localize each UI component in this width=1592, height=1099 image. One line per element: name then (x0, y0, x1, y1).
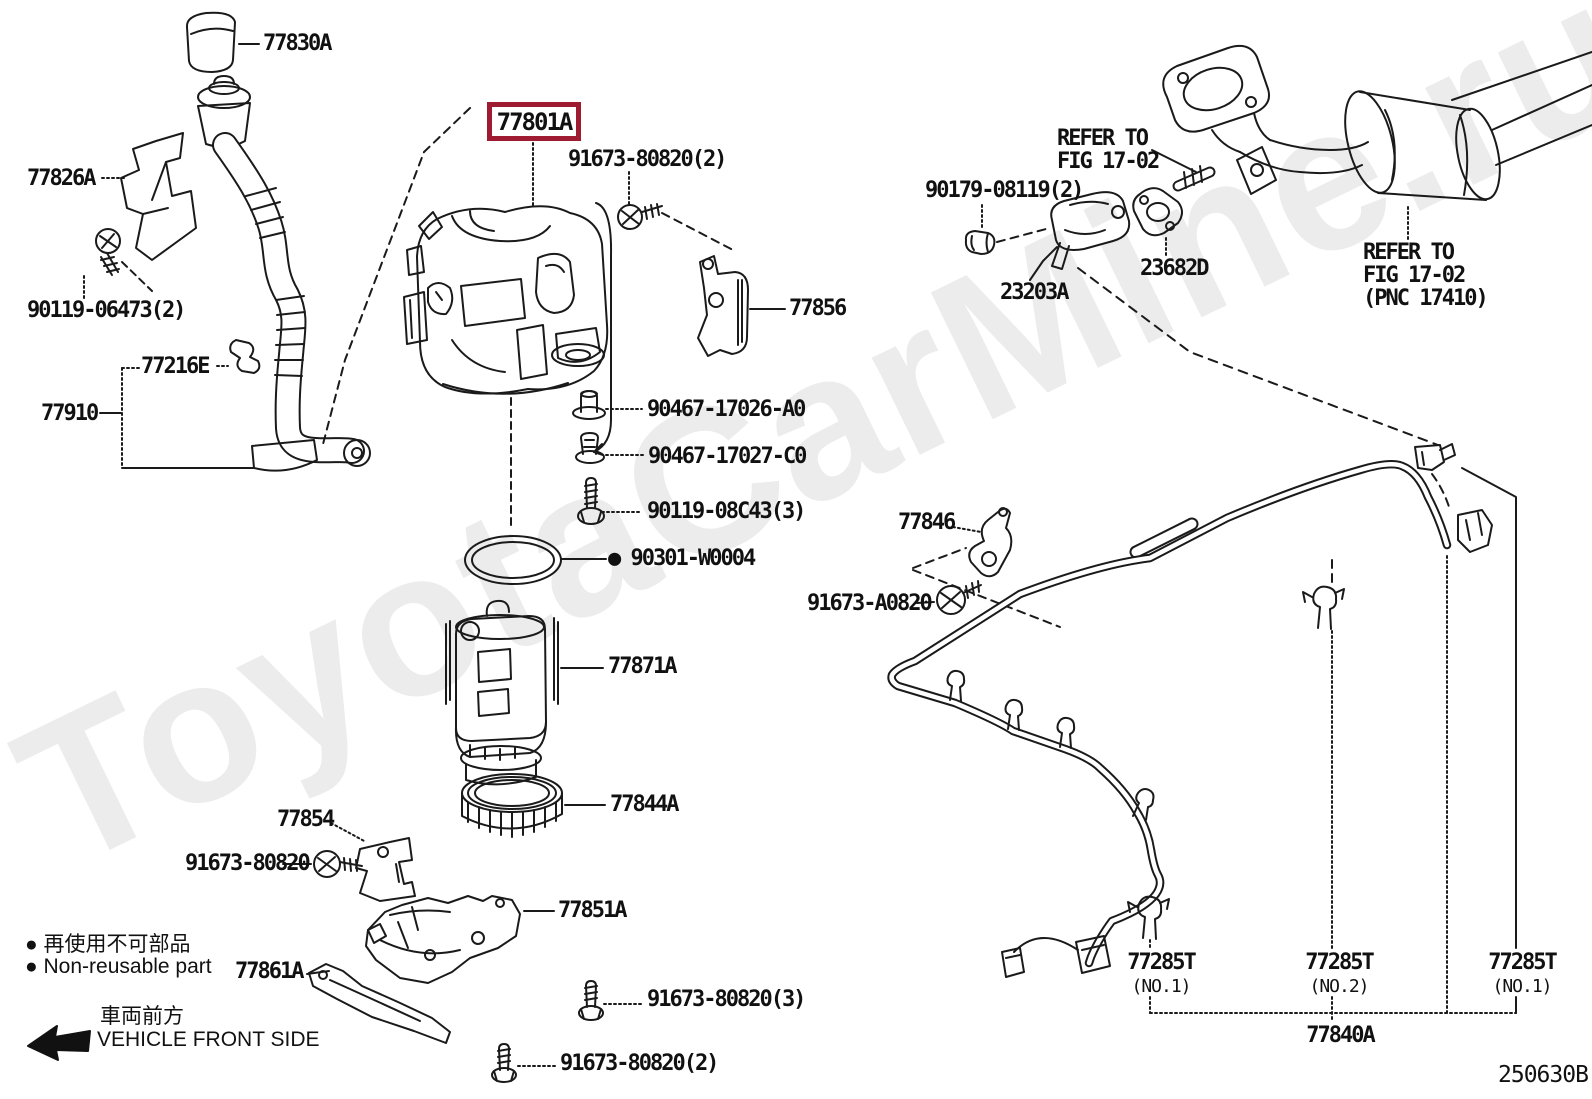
filler-neck-drawing (198, 76, 370, 471)
fuel-cap-drawing (187, 13, 259, 72)
vehicle-front-arrow-icon (28, 1026, 90, 1060)
part-label-77854[interactable]: 77854 (277, 807, 335, 832)
part-label-77285T-no1-left[interactable]: 77285T (NO.1) (1127, 950, 1196, 998)
tank-band-drawing (307, 964, 450, 1043)
part-label-90467-17027-C0[interactable]: 90467-17027-C0 (648, 444, 807, 469)
part-label-90119-08C43[interactable]: 90119-08C43(3) (647, 499, 806, 524)
part-number: 77285T (1488, 950, 1557, 975)
fuel-filter-drawing (446, 601, 603, 784)
tube-bracket-drawing (913, 508, 1060, 627)
part-label-77216E[interactable]: 77216E (141, 354, 210, 379)
tube-clip-icon (948, 671, 1154, 820)
part-label-77826A[interactable]: 77826A (27, 166, 96, 191)
standalone-clip-icons (1128, 587, 1344, 939)
tank-bracket-drawing (618, 171, 785, 356)
legend-nonreusable-jp: ● 再使用不可部品 (25, 933, 191, 956)
part-label-77844A[interactable]: 77844A (610, 792, 679, 817)
part-label-77285T-no2[interactable]: 77285T (NO.2) (1305, 950, 1374, 998)
part-label-77861A[interactable]: 77861A (235, 959, 304, 984)
small-parts-column-drawing (465, 391, 644, 584)
shield-bracket-drawing (283, 823, 415, 901)
note-refer-fig-17-02: REFER TO FIG 17-02 (1057, 126, 1160, 174)
vehicle-front-label-jp: 車両前方 (100, 1005, 184, 1028)
filler-bracket-drawing (84, 133, 196, 298)
part-number-suffix: (NO.1) (1131, 976, 1191, 997)
part-number-suffix: (NO.2) (1309, 976, 1369, 997)
clip-and-pipe-leaders (100, 340, 259, 468)
part-number: 77285T (1305, 950, 1374, 975)
highlighted-part-label-77801A[interactable]: 77801A (487, 102, 581, 141)
part-label-91673-80820-3[interactable]: 91673-80820(3) (647, 987, 806, 1012)
refer-note-line: REFER TO (1363, 240, 1455, 265)
part-label-77871A[interactable]: 77871A (608, 654, 677, 679)
vehicle-front-label-en: VEHICLE FRONT SIDE (97, 1028, 320, 1051)
part-label-91673-80820[interactable]: 91673-80820 (185, 851, 311, 876)
refer-note-line: (PNC 17410) (1363, 286, 1489, 311)
part-label-77846[interactable]: 77846 (898, 510, 956, 535)
legend-nonreusable-en: ● Non-reusable part (25, 955, 212, 978)
part-label-77851A[interactable]: 77851A (558, 898, 627, 923)
part-label-90179-08119[interactable]: 90179-08119(2) (925, 178, 1084, 203)
part-label-77910[interactable]: 77910 (41, 401, 99, 426)
fuel-tube-drawing (892, 444, 1516, 977)
sensor-gasket-drawing (966, 188, 1438, 445)
part-label-23682D[interactable]: 23682D (1140, 256, 1209, 281)
part-label-77840A[interactable]: 77840A (1306, 1023, 1375, 1048)
tube-clamp-icons (1415, 444, 1492, 552)
part-label-91673-80820-2-lower[interactable]: 91673-80820(2) (560, 1051, 719, 1076)
part-label-90467-17026-A0[interactable]: 90467-17026-A0 (647, 397, 806, 422)
refer-note-line: FIG 17-02 (1363, 263, 1466, 288)
note-refer-fig-17-02-pnc: REFER TO FIG 17-02 (PNC 17410) (1363, 240, 1489, 311)
lower-bolts-drawing (492, 981, 643, 1082)
harness-connector-icon (1002, 936, 1110, 977)
part-label-91673-A0820[interactable]: 91673-A0820 (807, 591, 933, 616)
part-number-suffix: (NO.1) (1492, 976, 1552, 997)
part-label-23203A[interactable]: 23203A (1000, 280, 1069, 305)
callout-column-lines (1150, 498, 1516, 1022)
locking-ring-drawing (462, 774, 605, 837)
fuel-tank-assembly-drawing (322, 108, 611, 455)
refer-note-line: FIG 17-02 (1057, 149, 1160, 174)
part-label-90119-06473[interactable]: 90119-06473(2) (27, 298, 186, 323)
part-label-77830A[interactable]: 77830A (263, 31, 332, 56)
tank-protector-drawing (366, 896, 554, 983)
part-label-77856[interactable]: 77856 (789, 296, 847, 321)
drawing-code: 250630B (1498, 1062, 1589, 1088)
exhaust-pipe-drawing (1152, 46, 1592, 239)
part-label-77285T-no1-right[interactable]: 77285T (NO.1) (1488, 950, 1557, 998)
part-label-91673-80820-2-upper[interactable]: 91673-80820(2) (568, 147, 727, 172)
part-label-90301-W0004[interactable]: ● 90301-W0004 (608, 546, 756, 571)
refer-note-line: REFER TO (1057, 126, 1149, 151)
part-number: 77285T (1127, 950, 1196, 975)
